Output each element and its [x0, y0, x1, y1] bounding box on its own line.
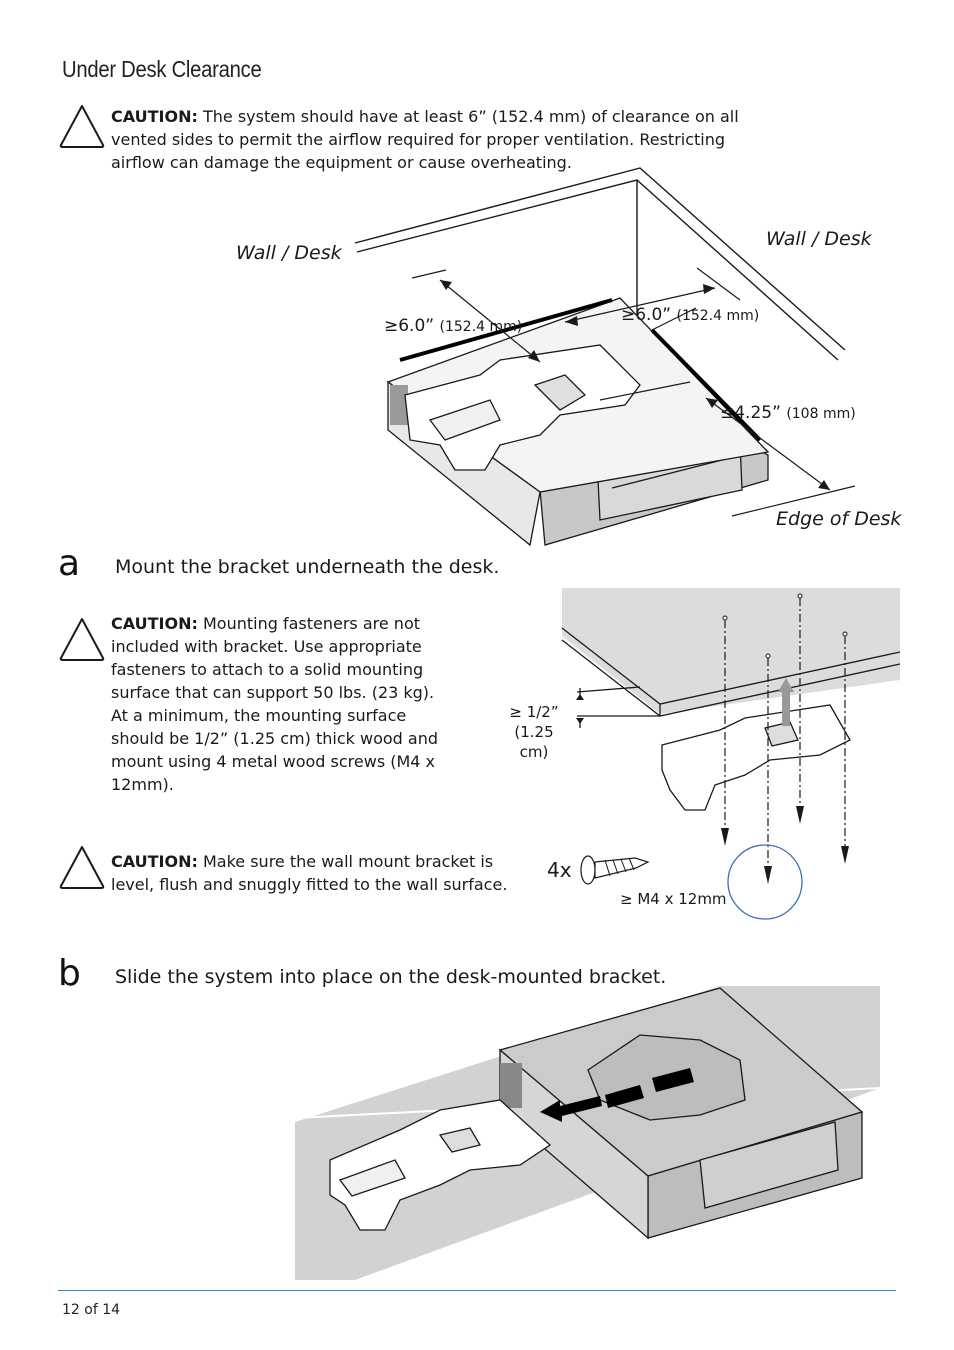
screw-spec: ≥ M4 x 12mm: [620, 890, 727, 908]
screw-count: 4x: [547, 858, 572, 882]
clearance-diagram: [354, 167, 856, 547]
caution-triangle-icon: [59, 618, 105, 661]
step-a-text: Mount the bracket underneath the desk.: [115, 556, 500, 578]
slide-diagram: [294, 986, 881, 1280]
caution-2: CAUTION: Mounting fasteners are not incl…: [111, 612, 446, 796]
mounting-diagram: [561, 588, 901, 920]
caution-1-label: CAUTION:: [111, 107, 198, 126]
clearance-front-value: ≤4.25”: [720, 403, 781, 423]
caution-2-text: Mounting fasteners are not included with…: [111, 614, 438, 794]
clearance-left-value: ≥6.0”: [384, 316, 435, 336]
clearance-right-dimension: ≥6.0” (152.4 mm): [621, 305, 759, 325]
caution-3-text: Make sure the wall mount bracket is leve…: [111, 852, 508, 894]
clearance-left-metric: (152.4 mm): [439, 319, 523, 335]
page-title: Under Desk Clearance: [62, 56, 262, 82]
caution-3: CAUTION: Make sure the wall mount bracke…: [111, 850, 511, 896]
caution-triangle-icon: [59, 105, 105, 148]
thickness-dimension: ≥ 1/2” (1.25 cm): [500, 702, 568, 762]
step-b-text: Slide the system into place on the desk-…: [115, 966, 667, 988]
clearance-right-metric: (152.4 mm): [676, 308, 760, 324]
clearance-right-value: ≥6.0”: [621, 305, 672, 325]
caution-1-text: The system should have at least 6” (152.…: [111, 107, 739, 172]
wall-desk-left-label: Wall / Desk: [236, 242, 342, 264]
caution-2-label: CAUTION:: [111, 614, 198, 633]
caution-3-label: CAUTION:: [111, 852, 198, 871]
clearance-front-dimension: ≤4.25” (108 mm): [720, 403, 856, 423]
edge-of-desk-label: Edge of Desk: [776, 508, 902, 530]
thickness-metric: (1.25 cm): [514, 723, 554, 761]
step-a-letter: a: [58, 543, 81, 584]
footer-divider: [58, 1290, 896, 1291]
thickness-imperial: ≥ 1/2”: [509, 703, 559, 721]
clearance-left-dimension: ≥6.0” (152.4 mm): [384, 316, 522, 336]
caution-triangle-icon: [59, 846, 105, 889]
page-number: 12 of 14: [62, 1302, 121, 1318]
step-b-letter: b: [58, 953, 81, 994]
caution-1: CAUTION: The system should have at least…: [111, 105, 751, 174]
wall-desk-right-label: Wall / Desk: [766, 228, 872, 250]
clearance-front-metric: (108 mm): [786, 406, 856, 422]
